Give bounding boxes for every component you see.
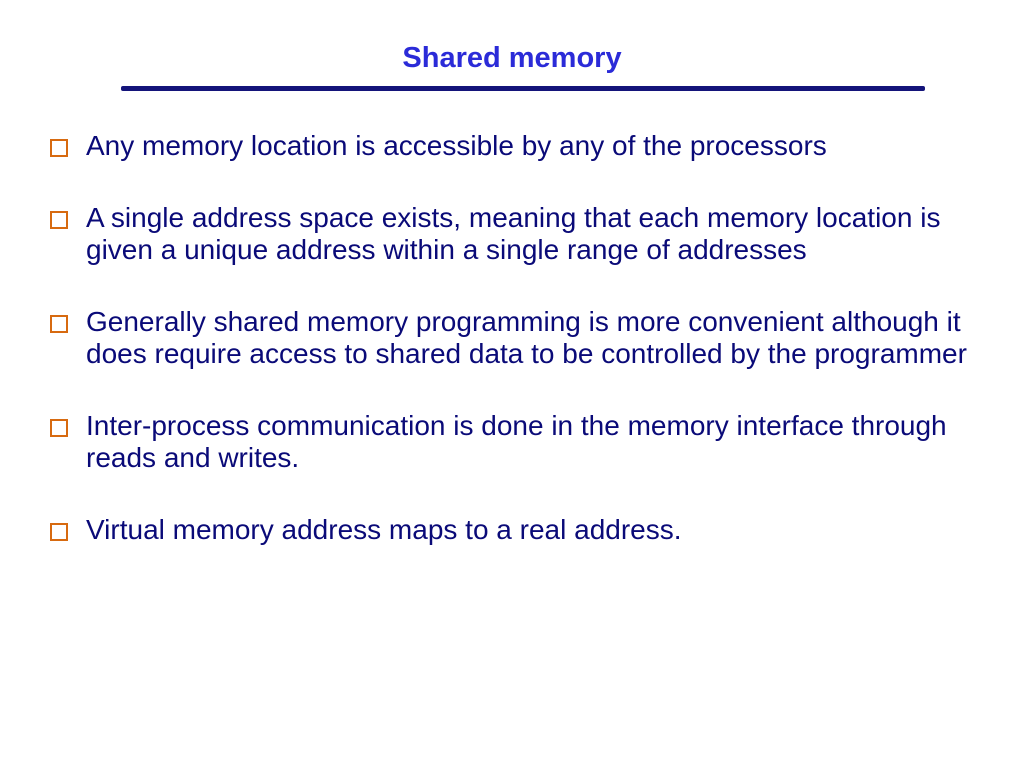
square-bullet-icon (50, 523, 68, 541)
title-underline (121, 86, 925, 91)
square-bullet-icon (50, 211, 68, 229)
bullet-item: Any memory location is accessible by any… (48, 130, 998, 162)
square-bullet-icon (50, 419, 68, 437)
bullet-text: Generally shared memory programming is m… (86, 306, 967, 369)
bullet-item: Virtual memory address maps to a real ad… (48, 514, 998, 546)
bullet-item: Generally shared memory programming is m… (48, 306, 998, 370)
bullet-text: Virtual memory address maps to a real ad… (86, 514, 682, 545)
bullet-list: Any memory location is accessible by any… (48, 130, 998, 586)
bullet-item: A single address space exists, meaning t… (48, 202, 998, 266)
slide-title: Shared memory (402, 42, 622, 74)
bullet-text: Any memory location is accessible by any… (86, 130, 827, 161)
square-bullet-icon (50, 315, 68, 333)
bullet-text: Inter-process communication is done in t… (86, 410, 947, 473)
bullet-item: Inter-process communication is done in t… (48, 410, 998, 474)
bullet-text: A single address space exists, meaning t… (86, 202, 941, 265)
square-bullet-icon (50, 139, 68, 157)
